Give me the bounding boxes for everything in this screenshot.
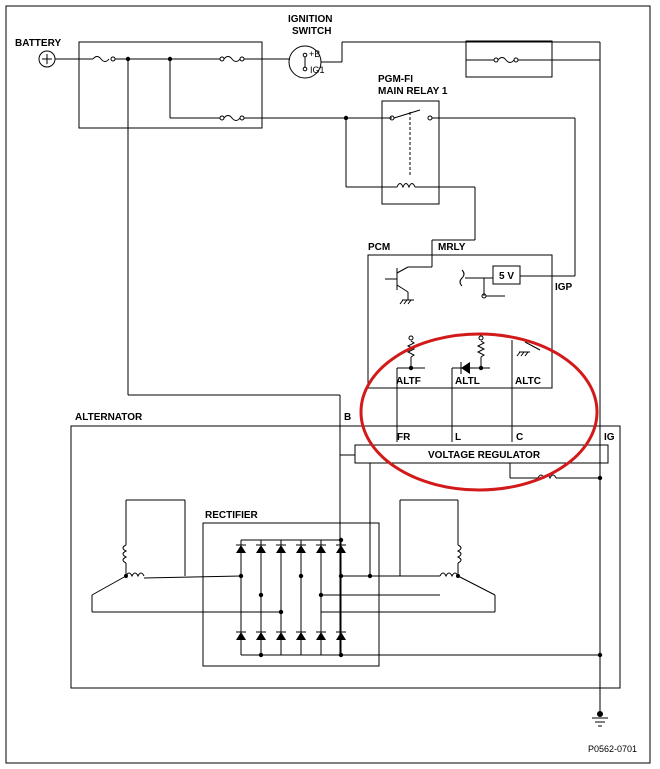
altf-label: ALTF [396, 376, 421, 387]
figure-code: P0562-0701 [588, 744, 637, 754]
resistor-icon [476, 335, 486, 368]
fuse-icon [79, 56, 220, 62]
highlight-ellipse [359, 332, 599, 492]
rectifier-label: RECTIFIER [205, 510, 259, 521]
resistor-icon [406, 335, 416, 368]
ground-icon [399, 299, 414, 305]
pcm-box [367, 254, 553, 389]
stator-coil-icon [91, 499, 281, 613]
ig-plus-b-label: +B [309, 49, 320, 59]
figure-frame [5, 5, 651, 764]
transistor-icon [385, 266, 409, 300]
voltage-regulator-box [354, 444, 609, 464]
relay-coil-icon [396, 183, 416, 189]
battery-label: BATTERY [15, 38, 61, 49]
ground-icon [592, 711, 608, 727]
stator-coil-icon [321, 499, 496, 613]
l-label: L [455, 432, 461, 443]
main-relay-box [381, 100, 440, 205]
altl-label: ALTL [455, 376, 480, 387]
fr-label: FR [397, 432, 411, 443]
battery-plus-icon [38, 50, 56, 68]
rectifier-vertical-wires [240, 540, 342, 655]
diode-bank-top [236, 544, 346, 553]
relay-label: PGM-FI [378, 74, 413, 85]
voltage-regulator-label: VOLTAGE REGULATOR [428, 450, 541, 461]
ignition-switch-label: IGNITION [288, 14, 332, 25]
five-v-box [492, 265, 521, 285]
c-label: C [516, 432, 523, 443]
relay-switch-icon [389, 109, 433, 175]
five-v-label: 5 V [499, 271, 514, 282]
alternator-box [70, 425, 621, 689]
pcm-label: PCM [368, 242, 390, 253]
igp-label: IGP [555, 282, 573, 293]
relay-label-2: MAIN RELAY 1 [378, 86, 448, 97]
ig-label: IG [604, 432, 615, 443]
diode-icon [452, 362, 490, 374]
input-buffer-icon [459, 269, 465, 287]
mrly-label: MRLY [438, 242, 466, 253]
fuse-icon [493, 57, 519, 63]
transistor-icon [516, 341, 541, 357]
altc-label: ALTC [515, 376, 541, 387]
alternator-label: ALTERNATOR [75, 412, 143, 423]
diode-bank-bottom [236, 631, 346, 640]
b-label: B [344, 412, 351, 423]
ig-ig1-label: IG1 [310, 65, 325, 75]
fuse-icon [219, 115, 245, 121]
fuse-icon [219, 56, 290, 62]
fuse-box-right [465, 40, 553, 78]
fuse-box [78, 41, 263, 129]
ignition-switch-label-2: SWITCH [292, 26, 331, 37]
